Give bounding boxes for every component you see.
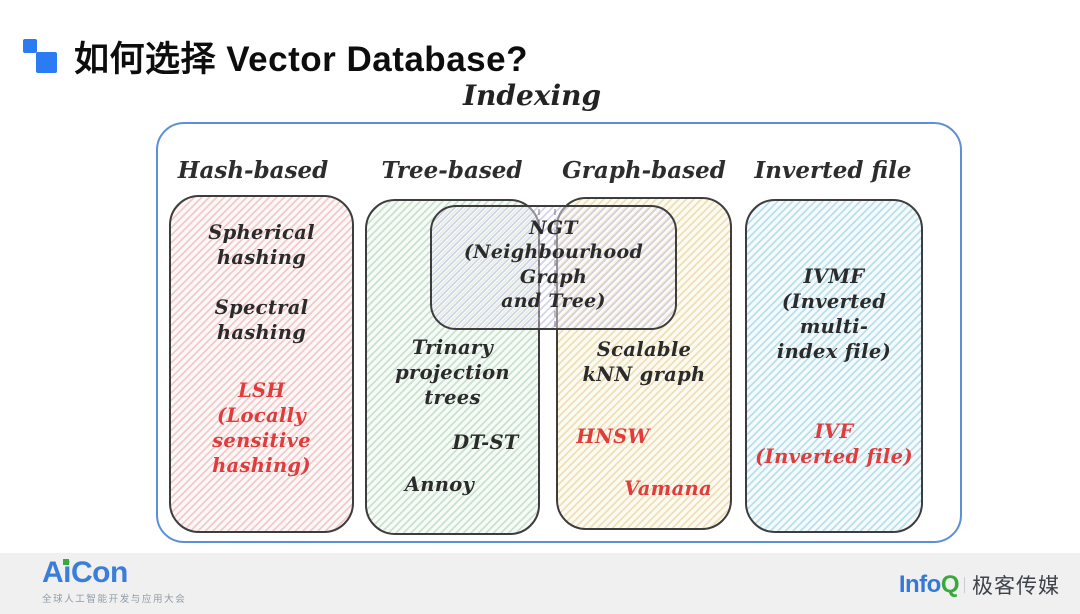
hash-based-box [169, 195, 354, 533]
infoq-logo-info-text: Info [898, 571, 941, 598]
footer-bar: AiCon 全球人工智能开发与应用大会 Info Q 极客传媒 [0, 553, 1080, 614]
entry-spherical-hashing: Spherical hashing [208, 221, 315, 269]
ngt-label: NGT (Neighbourhood Graph and Tree) [463, 217, 644, 312]
column-label-graph-based: Graph-based [562, 157, 726, 184]
entry-hnsw: HNSW [576, 425, 650, 448]
tree-box-edge-dashed-line [538, 209, 540, 327]
entry-ivmf: IVMF (Inverted multi- index file) [776, 265, 892, 363]
diagram-heading: Indexing [462, 79, 602, 112]
entry-scalable-knn-graph: Scalable kNN graph [582, 338, 706, 386]
entry-trinary-projection-trees: Trinary projection trees [395, 336, 510, 409]
tree-based-box [365, 199, 540, 535]
column-label-hash-based: Hash-based [177, 157, 329, 184]
aicon-tagline: 全球人工智能开发与应用大会 [42, 594, 187, 605]
logo-square-small-icon [23, 39, 37, 53]
infoq-brand-text: 极客传媒 [972, 575, 1060, 598]
inverted-file-box [745, 199, 923, 533]
ngt-overlay-box [430, 205, 677, 330]
logo-square-big-icon [36, 52, 57, 73]
graph-based-box [556, 197, 732, 530]
entry-vamana: Vamana [624, 477, 712, 500]
infoq-logo-q-text: Q [940, 571, 960, 598]
infoq-logo: Info Q 极客传媒 [899, 570, 1060, 600]
column-label-tree-based: Tree-based [381, 157, 523, 184]
entry-dt-st: DT-ST [452, 431, 519, 454]
aicon-logo: AiCon 全球人工智能开发与应用大会 [42, 556, 187, 606]
entry-spectral-hashing: Spectral hashing [214, 296, 309, 344]
page-title: 如何选择 Vector Database? [74, 40, 528, 79]
entry-annoy: Annoy [404, 473, 475, 496]
column-label-inverted-file: Inverted file [754, 157, 912, 184]
entry-ivf: IVF (Inverted file) [755, 420, 913, 468]
graph-box-edge-dashed-line [554, 209, 556, 327]
entry-lsh: LSH (Locally sensitive hashing) [212, 379, 311, 477]
infoq-divider [964, 577, 965, 593]
aicon-green-dot-icon [63, 559, 69, 565]
aicon-logo-text: AiCon [42, 556, 128, 589]
